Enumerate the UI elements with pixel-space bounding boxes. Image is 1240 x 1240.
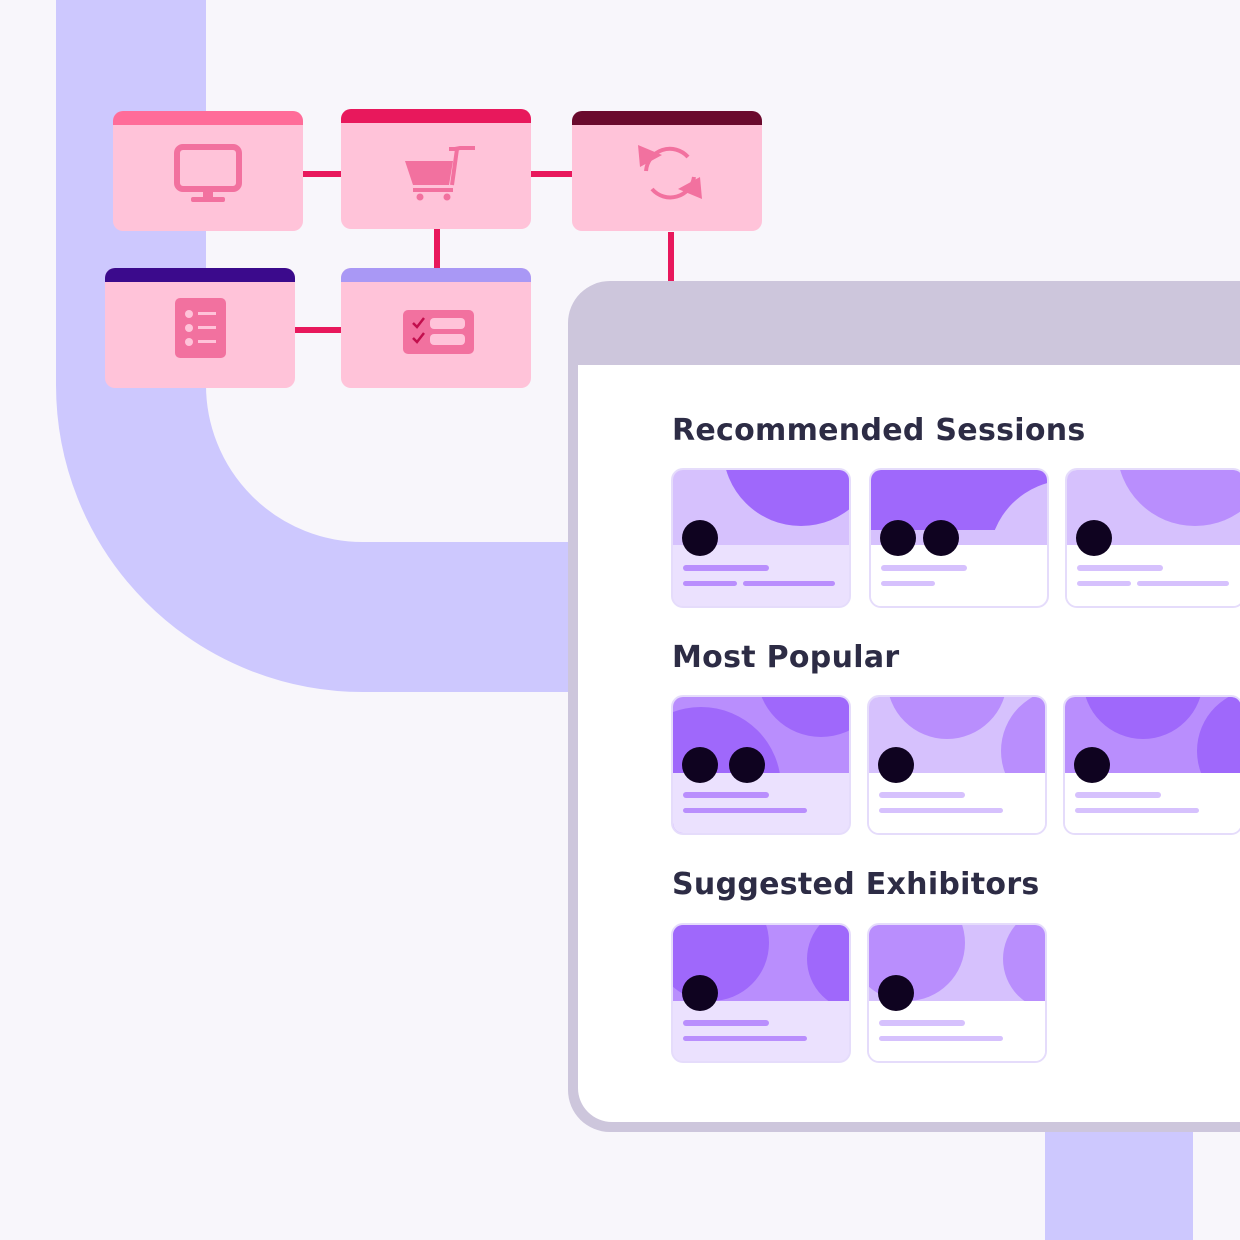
section-title-most-popular: Most Popular	[672, 640, 900, 675]
flow-block-monitor	[113, 111, 303, 231]
avatar	[682, 520, 718, 556]
flow-block-bar	[105, 268, 295, 282]
shopping-cart-icon	[405, 146, 475, 201]
section-title-suggested-exhibitors: Suggested Exhibitors	[672, 867, 1040, 902]
flow-block-list	[105, 268, 295, 388]
avatar	[729, 747, 765, 783]
avatar	[1076, 520, 1112, 556]
list-icon	[175, 298, 226, 358]
flow-block-bar	[572, 111, 762, 125]
flow-block-checklist	[341, 268, 531, 388]
avatar	[878, 747, 914, 783]
exhibitor-card[interactable]	[671, 923, 851, 1063]
flow-block-bar	[341, 268, 531, 282]
avatar	[878, 975, 914, 1011]
avatar	[682, 975, 718, 1011]
connector-list-checklist	[292, 327, 344, 333]
refresh-icon	[638, 145, 702, 200]
exhibitor-card[interactable]	[867, 923, 1047, 1063]
avatar	[923, 520, 959, 556]
popular-card[interactable]	[1063, 695, 1240, 835]
avatar	[1074, 747, 1110, 783]
flow-block-bar	[113, 111, 303, 125]
session-card[interactable]	[1065, 468, 1240, 608]
section-title-recommended-sessions: Recommended Sessions	[672, 413, 1086, 448]
session-card[interactable]	[671, 468, 851, 608]
popular-card[interactable]	[867, 695, 1047, 835]
checklist-icon	[403, 310, 474, 354]
monitor-icon	[174, 144, 242, 202]
flow-block-sync	[572, 111, 762, 231]
connector-monitor-cart	[300, 171, 345, 177]
avatar	[880, 520, 916, 556]
session-card[interactable]	[869, 468, 1049, 608]
popular-card[interactable]	[671, 695, 851, 835]
avatar	[682, 747, 718, 783]
connector-cart-checklist	[434, 226, 440, 272]
flow-block-bar	[341, 109, 531, 123]
flow-block-cart	[341, 109, 531, 229]
connector-cart-sync	[528, 171, 576, 177]
